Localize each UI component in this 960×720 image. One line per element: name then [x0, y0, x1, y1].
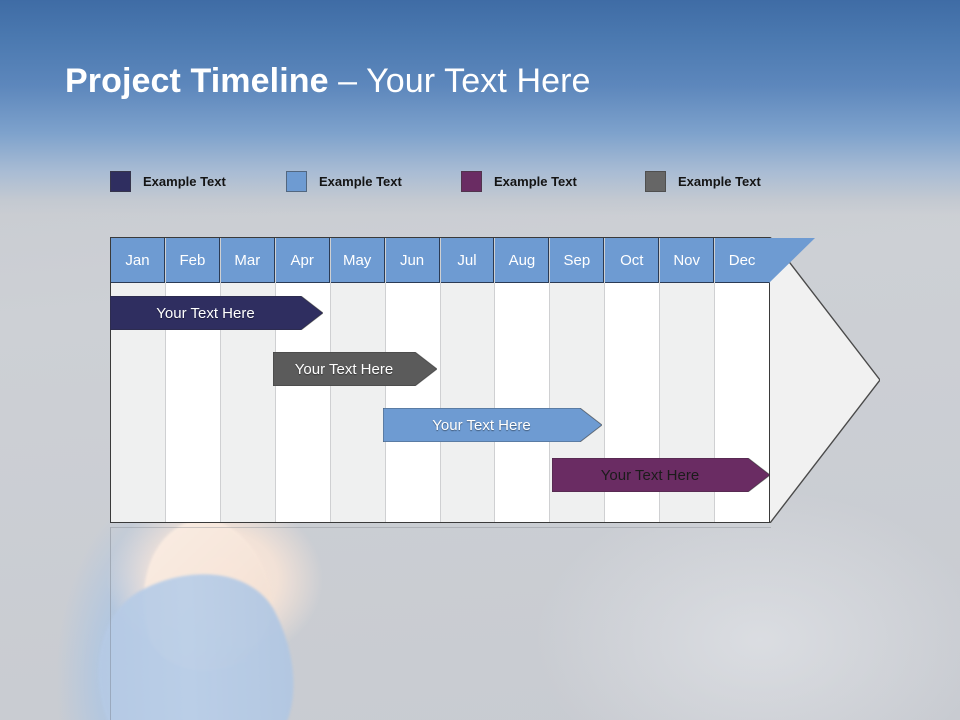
month-header-jan: Jan [111, 238, 165, 283]
slide-title-light: – Your Text Here [328, 62, 591, 100]
month-header-dec: Dec [715, 238, 770, 283]
legend: Example Text Example Text Example Text E… [110, 168, 810, 198]
legend-item-4[interactable]: Example Text [645, 168, 761, 194]
legend-swatch-icon-2 [286, 170, 307, 192]
legend-label-1: Example Text [143, 173, 226, 189]
month-header-jun: Jun [385, 238, 440, 283]
task-bar-label-3: Your Text Here [432, 416, 531, 434]
legend-item-2[interactable]: Example Text [286, 168, 402, 194]
legend-item-3[interactable]: Example Text [461, 168, 577, 194]
month-header-oct: Oct [605, 238, 660, 283]
legend-swatch-icon-3 [461, 170, 482, 192]
legend-label-3: Example Text [494, 173, 577, 189]
month-header-feb: Feb [165, 238, 220, 283]
header-arrow-extension [769, 238, 815, 283]
task-bar-4[interactable]: Your Text Here [552, 458, 770, 492]
legend-label-2: Example Text [319, 173, 402, 189]
task-bar-arrow-icon-3 [383, 408, 602, 442]
month-header-mar: Mar [220, 238, 275, 283]
task-bar-arrow-icon-2 [273, 352, 437, 386]
slide-title-strong: Project Timeline [65, 62, 329, 100]
month-header-nov: Nov [660, 238, 715, 283]
month-column-mar: Mar [220, 238, 276, 522]
task-bar-label-2: Your Text Here [294, 360, 394, 378]
legend-item-1[interactable]: Example Text [110, 168, 226, 194]
month-column-jan: Jan [111, 238, 166, 522]
header-arrow-extension-fill [769, 238, 815, 283]
month-header-apr: Apr [275, 238, 330, 283]
task-bar-3[interactable]: Your Text Here [383, 408, 602, 442]
legend-label-4: Example Text [678, 173, 761, 189]
month-header-may: May [330, 238, 385, 283]
month-header-sep: Sep [550, 238, 605, 283]
task-bar-label-4: Your Text Here [600, 466, 700, 484]
task-bar-arrow-icon-4 [552, 458, 770, 492]
month-header-jul: Jul [440, 238, 495, 283]
month-column-jul: Jul [440, 238, 496, 522]
task-bar-label-1: Your Text Here [156, 304, 255, 322]
task-bar-2[interactable]: Your Text Here [273, 352, 437, 386]
legend-swatch-icon-1 [110, 170, 131, 192]
panel-edge-vertical [110, 527, 111, 720]
month-column-aug: Aug [495, 238, 551, 522]
slide-title: Project Timeline – Your Text Here [65, 60, 591, 102]
month-column-feb: Feb [165, 238, 221, 522]
month-header-aug: Aug [495, 238, 550, 283]
panel-edge-horizontal [111, 527, 771, 528]
task-bar-arrow-icon-1 [110, 296, 323, 330]
task-bar-1[interactable]: Your Text Here [110, 296, 323, 330]
legend-swatch-icon-4 [645, 170, 666, 192]
